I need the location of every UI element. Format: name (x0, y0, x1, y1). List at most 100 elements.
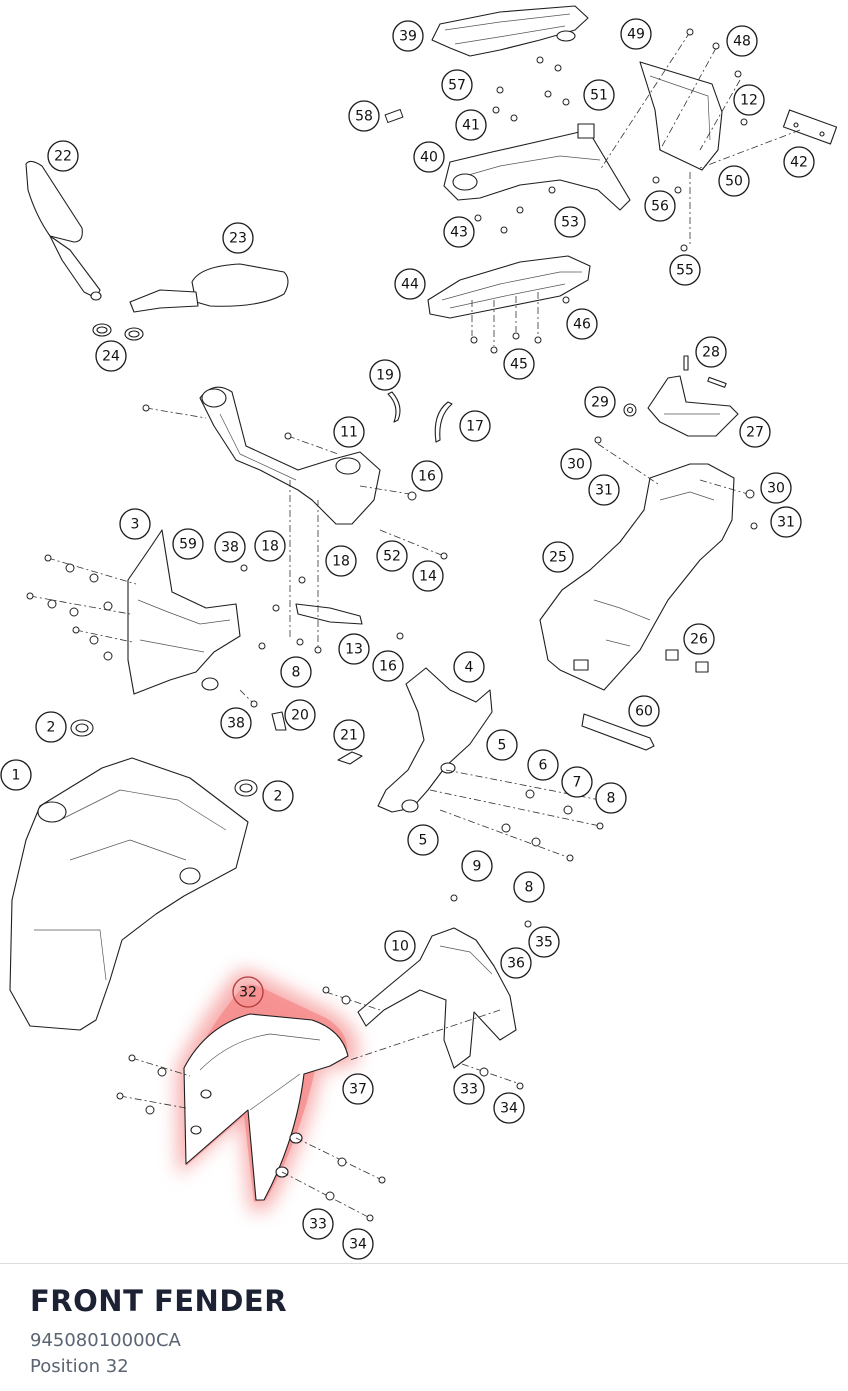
callout-16[interactable]: 16 (411, 460, 443, 492)
callout-31[interactable]: 31 (770, 506, 802, 538)
part-20-clip[interactable] (271, 711, 287, 731)
callout-10[interactable]: 10 (384, 930, 416, 962)
part-29-grommet[interactable] (623, 403, 637, 417)
part-24-mirror-washers[interactable] (92, 323, 144, 341)
callout-25[interactable]: 25 (542, 541, 574, 573)
part-25-splash-guard[interactable] (539, 463, 735, 691)
callout-27[interactable]: 27 (739, 416, 771, 448)
part-39-seat[interactable] (431, 5, 589, 57)
callout-55[interactable]: 55 (669, 254, 701, 286)
callout-36[interactable]: 36 (500, 947, 532, 979)
callout-48[interactable]: 48 (726, 25, 758, 57)
callout-28[interactable]: 28 (695, 336, 727, 368)
callout-18[interactable]: 18 (254, 530, 286, 562)
callout-46[interactable]: 46 (566, 308, 598, 340)
part-10-fender-bracket[interactable] (357, 927, 517, 1069)
callout-30[interactable]: 30 (760, 472, 792, 504)
callout-42[interactable]: 42 (783, 146, 815, 178)
part-32-front-fender[interactable] (183, 1013, 349, 1201)
callout-22[interactable]: 22 (47, 140, 79, 172)
callout-19[interactable]: 19 (369, 359, 401, 391)
part-17-hose[interactable] (434, 401, 453, 443)
callout-11[interactable]: 11 (333, 416, 365, 448)
callout-4[interactable]: 4 (453, 651, 485, 683)
callout-58[interactable]: 58 (348, 100, 380, 132)
callout-2[interactable]: 2 (35, 711, 67, 743)
callout-30[interactable]: 30 (560, 448, 592, 480)
callout-14[interactable]: 14 (412, 560, 444, 592)
callout-40[interactable]: 40 (413, 141, 445, 173)
callout-33[interactable]: 33 (453, 1073, 485, 1105)
callout-8[interactable]: 8 (280, 656, 312, 688)
callout-29[interactable]: 29 (584, 386, 616, 418)
callout-57[interactable]: 57 (441, 69, 473, 101)
callout-50[interactable]: 50 (718, 165, 750, 197)
part-44-undertray[interactable] (427, 255, 591, 319)
callout-49[interactable]: 49 (620, 18, 652, 50)
callout-6[interactable]: 6 (527, 749, 559, 781)
callout-12[interactable]: 12 (733, 84, 765, 116)
callout-33[interactable]: 33 (302, 1208, 334, 1240)
callout-56[interactable]: 56 (644, 190, 676, 222)
callout-24[interactable]: 24 (95, 340, 127, 372)
callout-text: 10 (391, 939, 409, 955)
callout-35[interactable]: 35 (528, 926, 560, 958)
callout-8[interactable]: 8 (513, 871, 545, 903)
part-23-right-mirror[interactable] (129, 263, 289, 313)
part-26-clips[interactable] (665, 649, 709, 673)
callout-13[interactable]: 13 (338, 633, 370, 665)
callout-31[interactable]: 31 (588, 474, 620, 506)
callout-43[interactable]: 43 (443, 216, 475, 248)
callout-26[interactable]: 26 (683, 623, 715, 655)
callout-45[interactable]: 45 (503, 348, 535, 380)
part-3-instrument-carrier[interactable] (127, 529, 241, 695)
callout-21[interactable]: 21 (333, 719, 365, 751)
callout-34[interactable]: 34 (342, 1228, 374, 1260)
part-21-clip[interactable] (337, 751, 363, 765)
part-license-plate-holder[interactable] (639, 61, 723, 171)
part-19-hose[interactable] (387, 391, 401, 423)
callout-7[interactable]: 7 (561, 766, 593, 798)
callout-text: 14 (419, 569, 437, 585)
callout-38[interactable]: 38 (214, 531, 246, 563)
callout-3[interactable]: 3 (119, 508, 151, 540)
callout-37[interactable]: 37 (342, 1073, 374, 1105)
callout-18[interactable]: 18 (325, 545, 357, 577)
part-2-grommets[interactable] (70, 719, 258, 797)
callout-text: 41 (462, 118, 480, 134)
callout-text: 7 (573, 775, 582, 791)
part-13-bracket[interactable] (295, 603, 363, 625)
callout-circle (770, 506, 802, 538)
callout-39[interactable]: 39 (392, 20, 424, 52)
callout-5[interactable]: 5 (407, 824, 439, 856)
callout-44[interactable]: 44 (394, 268, 426, 300)
callout-16[interactable]: 16 (372, 650, 404, 682)
callout-5[interactable]: 5 (486, 729, 518, 761)
callout-32[interactable]: 32 (232, 976, 264, 1008)
part-27-tail-bracket[interactable] (647, 375, 739, 437)
part-42-reflector-bracket[interactable] (782, 109, 838, 145)
part-60-strip[interactable] (581, 713, 655, 751)
callout-17[interactable]: 17 (459, 410, 491, 442)
callout-51[interactable]: 51 (583, 79, 615, 111)
callout-60[interactable]: 60 (628, 695, 660, 727)
callout-20[interactable]: 20 (284, 699, 316, 731)
callout-9[interactable]: 9 (461, 850, 493, 882)
part-1-front-fairing[interactable] (9, 757, 249, 1031)
part-22-left-mirror[interactable] (25, 160, 102, 301)
callout-1[interactable]: 1 (0, 759, 32, 791)
callout-text: 46 (573, 317, 591, 333)
callout-34[interactable]: 34 (493, 1092, 525, 1124)
callout-38[interactable]: 38 (220, 707, 252, 739)
callout-53[interactable]: 53 (554, 206, 586, 238)
callout-23[interactable]: 23 (222, 222, 254, 254)
callout-2[interactable]: 2 (262, 780, 294, 812)
part-4-fairing-bracket[interactable] (377, 667, 493, 813)
part-11-headlight-bracket[interactable] (199, 386, 381, 525)
callout-52[interactable]: 52 (376, 540, 408, 572)
callout-41[interactable]: 41 (455, 109, 487, 141)
callout-8[interactable]: 8 (595, 782, 627, 814)
part-28-pins[interactable] (683, 355, 727, 388)
part-40-rear-bracket[interactable] (443, 123, 631, 211)
callout-59[interactable]: 59 (172, 528, 204, 560)
